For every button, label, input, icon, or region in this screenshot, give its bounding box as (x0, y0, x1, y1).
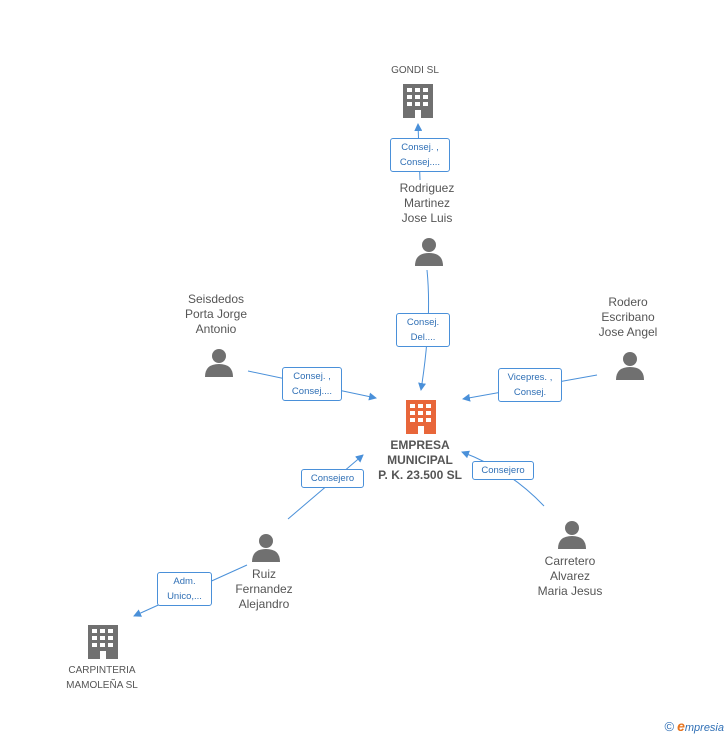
rodero-person-icon (616, 352, 644, 380)
main-company-label-line-1: EMPRESA (390, 438, 450, 452)
edge-label-line: Vicepres. , (507, 372, 553, 383)
edge-label-line: Consej. , (293, 371, 331, 382)
edge-label-line: Adm. (173, 576, 196, 587)
carretero-label-line-1: Carretero (544, 554, 596, 568)
ruiz-label-line-2: Fernandez (235, 582, 293, 596)
edge-label-ruiz-main[interactable]: Consejero (301, 469, 364, 488)
seisdedos-label[interactable]: Seisdedos Porta Jorge Antonio (166, 292, 266, 337)
brand-logo-initial: e (677, 718, 685, 734)
copyright-symbol: © (664, 719, 675, 734)
edge-label-line: Unico,... (167, 591, 202, 602)
carpinteria-building-icon (88, 625, 118, 659)
edge-label-seisdedos-main[interactable]: Consej. , Consej.... (282, 367, 342, 401)
carpinteria-label-line-1: CARPINTERIA (68, 665, 136, 676)
edge-label-line: Consej.... (291, 386, 333, 397)
carretero-person-icon (558, 521, 586, 549)
rodero-label-line-3: Jose Angel (598, 325, 658, 339)
edge-label-rodero-main[interactable]: Vicepres. , Consej. (498, 368, 562, 402)
ruiz-label-line-1: Ruiz (251, 567, 276, 581)
carretero-label-line-3: Maria Jesus (537, 584, 603, 598)
edge-label-carretero-main[interactable]: Consejero (472, 461, 534, 480)
edge-label-line: Consej. (513, 387, 547, 398)
edge-label-rodriguez-gondi[interactable]: Consej. , Consej.... (390, 138, 450, 172)
main-company-label-line-2: MUNICIPAL (387, 453, 453, 467)
rodriguez-label-line-1: Rodriguez (399, 181, 455, 195)
seisdedos-label-line-2: Porta Jorge (184, 307, 248, 321)
rodriguez-label[interactable]: Rodriguez Martinez Jose Luis (377, 181, 477, 226)
ruiz-label[interactable]: Ruiz Fernandez Alejandro (214, 567, 314, 612)
rodriguez-label-line-3: Jose Luis (401, 211, 453, 225)
gondi-label[interactable]: GONDI SL (370, 63, 460, 78)
edge-label-line: Consejero (310, 473, 355, 484)
edge-label-line: Consej. (406, 317, 440, 328)
carpinteria-label-line-2: MAMOLEÑA SL (66, 680, 138, 691)
brand-footer: ©empresia (664, 718, 724, 734)
seisdedos-label-line-1: Seisdedos (187, 292, 245, 306)
gondi-building-icon (403, 84, 433, 118)
seisdedos-person-icon (205, 349, 233, 377)
rodero-label-line-1: Rodero (608, 295, 648, 309)
edge-label-ruiz-carpinteria[interactable]: Adm. Unico,... (157, 572, 212, 606)
carpinteria-label[interactable]: CARPINTERIA MAMOLEÑA SL (50, 663, 154, 693)
carretero-label[interactable]: Carretero Alvarez Maria Jesus (520, 554, 620, 599)
edge-label-line: Consejero (481, 465, 525, 476)
main-company-label[interactable]: EMPRESA MUNICIPAL P. K. 23.500 SL (360, 438, 480, 483)
main-company-building-icon (406, 400, 436, 434)
ruiz-label-line-3: Alejandro (238, 597, 290, 611)
rodriguez-label-line-2: Martinez (403, 196, 450, 210)
edge-label-rodriguez-main[interactable]: Consej. Del.... (396, 313, 450, 347)
gondi-label-line-1: GONDI SL (391, 65, 439, 76)
brand-name: mpresia (684, 722, 724, 734)
main-company-label-line-3: P. K. 23.500 SL (378, 468, 462, 482)
rodero-label[interactable]: Rodero Escribano Jose Angel (578, 295, 678, 340)
carretero-label-line-2: Alvarez (549, 569, 590, 583)
rodriguez-person-icon (415, 238, 443, 266)
rodero-label-line-2: Escribano (601, 310, 655, 324)
edge-label-line: Consej. , (401, 142, 439, 153)
edge-label-line: Del.... (410, 332, 436, 343)
ruiz-person-icon (252, 534, 280, 562)
seisdedos-label-line-3: Antonio (195, 322, 237, 336)
edge-label-line: Consej.... (399, 157, 441, 168)
